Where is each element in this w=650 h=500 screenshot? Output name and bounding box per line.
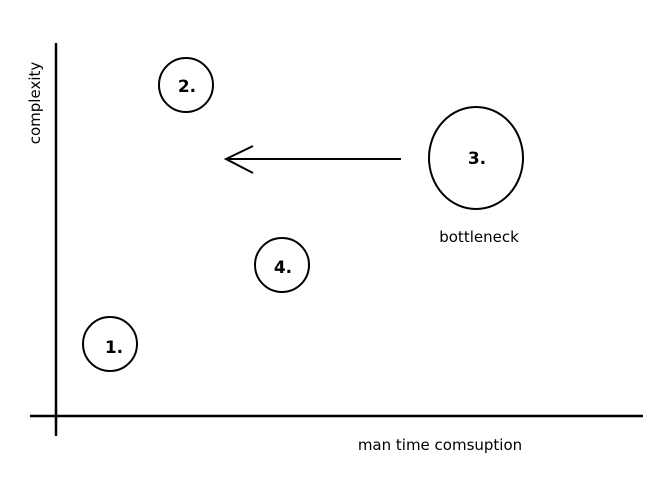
node-1-circle xyxy=(82,316,138,372)
node-2: 2. xyxy=(158,57,214,113)
node-4-circle xyxy=(254,237,310,293)
left-arrow xyxy=(223,145,401,174)
bottleneck-caption: bottleneck xyxy=(439,228,519,246)
y-axis-label: complexity xyxy=(26,62,44,145)
node-3-circle xyxy=(428,106,524,210)
node-2-circle xyxy=(158,57,214,113)
node-3-label: 3. xyxy=(468,149,486,169)
node-1: 1. xyxy=(82,316,138,372)
node-1-label: 1. xyxy=(105,338,123,358)
node-3: 3. bottleneck xyxy=(428,106,524,246)
arrow-head-icon xyxy=(223,145,254,174)
node-4-label: 4. xyxy=(274,258,292,278)
node-4: 4. xyxy=(254,237,310,293)
node-2-label: 2. xyxy=(178,77,196,97)
x-axis-label: man time comsuption xyxy=(358,436,522,454)
